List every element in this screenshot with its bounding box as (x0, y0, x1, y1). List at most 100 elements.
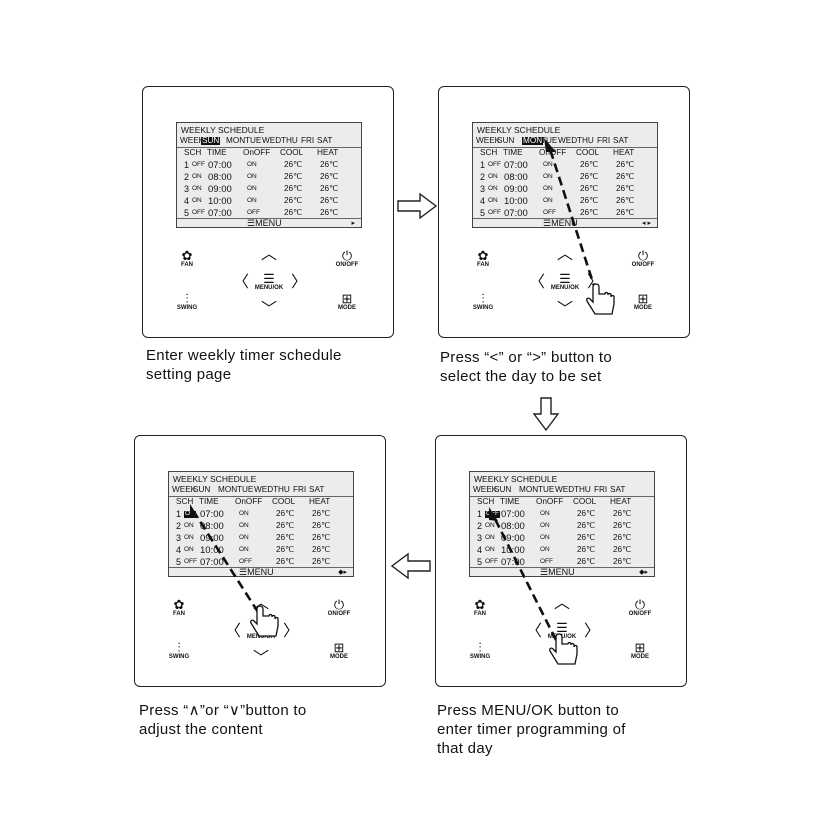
menu-ok-button[interactable]: ☰MENU/OK (249, 272, 289, 291)
menu-ok-button[interactable]: ☰MENU/OK (545, 272, 585, 291)
onoff-button-label: ON/OFF (335, 262, 359, 268)
right-arrow-icon[interactable]: 〉 (291, 274, 308, 291)
schedule-time: 08:00 (208, 172, 232, 183)
day-sun: SUN (193, 485, 211, 494)
schedule-number: 1 (184, 160, 190, 170)
onoff-button[interactable]: ⏻ON/OFF (623, 249, 663, 268)
day-fri: FRI (594, 485, 608, 494)
mode-icon: ⊞ (637, 291, 649, 306)
schedule-number: 2 (480, 172, 486, 182)
onoff-button[interactable]: ⏻ON/OFF (620, 598, 660, 617)
down-arrow-icon[interactable]: ﹀ (557, 301, 574, 318)
schedule-state: OFF (488, 161, 501, 168)
fan-button[interactable]: ✿FAN (460, 598, 500, 617)
left-arrow-icon[interactable]: 〈 (529, 274, 546, 291)
header-cool: COOL (280, 148, 304, 157)
lcd-divider (169, 567, 353, 568)
header-onoff: OnOFF (536, 497, 564, 506)
right-arrow-icon[interactable]: 〉 (584, 623, 601, 640)
mode-button[interactable]: ⊞MODE (620, 641, 660, 660)
menu-ok-button[interactable]: ☰MENU/OK (542, 621, 582, 640)
schedule-cool: 26℃ (284, 208, 303, 217)
schedule-state: ON (485, 546, 495, 553)
up-arrow-icon[interactable]: ︿ (253, 595, 270, 612)
fan-button[interactable]: ✿FAN (159, 598, 199, 617)
mode-button[interactable]: ⊞MODE (327, 292, 367, 311)
left-arrow-icon[interactable]: 〈 (526, 623, 543, 640)
schedule-heat: 26℃ (613, 521, 632, 530)
onoff-button[interactable]: ⏻ON/OFF (319, 598, 359, 617)
schedule-onoff: OFF (239, 558, 252, 565)
header-cool: COOL (573, 497, 597, 506)
down-arrow-icon[interactable]: ﹀ (554, 650, 571, 667)
power-icon: ⏻ (637, 248, 649, 263)
up-arrow-icon[interactable]: ︿ (261, 246, 278, 263)
mode-button-label: MODE (631, 654, 649, 660)
right-arrow-icon[interactable]: 〉 (587, 274, 604, 291)
day-wed: WED (555, 485, 575, 494)
right-arrow-icon[interactable]: 〉 (283, 623, 300, 640)
down-arrow-icon[interactable]: ﹀ (261, 301, 278, 318)
menu-ok-button[interactable]: ☰MENU/OK (241, 621, 281, 640)
mode-button[interactable]: ⊞MODE (623, 292, 663, 311)
schedule-number: 2 (477, 521, 483, 531)
schedule-cool: 26℃ (284, 184, 303, 193)
schedule-number: 5 (477, 557, 483, 567)
schedule-state: ON (192, 173, 202, 180)
schedule-heat: 26℃ (616, 184, 635, 193)
swing-button[interactable]: ⫶SWING (463, 292, 503, 311)
lcd-divider (470, 496, 654, 497)
schedule-state: ON (485, 522, 495, 529)
fan-button[interactable]: ✿FAN (463, 249, 503, 268)
down-arrow-icon[interactable]: ﹀ (253, 650, 270, 667)
day-sat: SAT (610, 485, 626, 494)
header-cool: COOL (576, 148, 600, 157)
lcd-menu-label: ☰MENU (239, 567, 274, 577)
onoff-button[interactable]: ⏻ON/OFF (327, 249, 367, 268)
left-arrow-icon[interactable]: 〈 (233, 274, 250, 291)
swing-button[interactable]: ⫶SWING (159, 641, 199, 660)
schedule-cool: 26℃ (276, 521, 295, 530)
schedule-state: ON (184, 510, 196, 518)
schedule-number: 4 (477, 545, 483, 555)
up-arrow-icon[interactable]: ︿ (554, 595, 571, 612)
fan-button[interactable]: ✿FAN (167, 249, 207, 268)
schedule-number: 4 (184, 196, 190, 206)
lcd-title: WEEKLY SCHEDULE (181, 125, 265, 135)
day-sat: SAT (613, 136, 629, 145)
schedule-time: 09:00 (200, 533, 224, 544)
swing-button[interactable]: ⫶SWING (167, 292, 207, 311)
header-sch: SCH (184, 148, 202, 157)
schedule-cool: 26℃ (276, 545, 295, 554)
schedule-onoff: ON (543, 173, 553, 180)
swing-icon: ⫶ (481, 291, 485, 306)
schedule-number: 4 (480, 196, 486, 206)
mode-button[interactable]: ⊞MODE (319, 641, 359, 660)
day-fri: FRI (293, 485, 307, 494)
caption-step-3: Press “∧”or “∨”button to adjust the cont… (139, 702, 307, 738)
day-tue: TUE (237, 485, 254, 494)
schedule-heat: 26℃ (320, 208, 339, 217)
schedule-heat: 26℃ (613, 533, 632, 542)
lcd-menu-label: ☰MENU (540, 567, 575, 577)
fan-button-label: FAN (477, 262, 489, 268)
left-arrow-icon[interactable]: 〈 (225, 623, 242, 640)
schedule-time: 07:00 (504, 208, 528, 219)
schedule-heat: 26℃ (312, 509, 331, 518)
schedule-onoff: ON (543, 197, 553, 204)
flow-arrow-down (532, 397, 560, 432)
schedule-onoff: ON (247, 173, 257, 180)
schedule-cool: 26℃ (276, 509, 295, 518)
up-arrow-icon[interactable]: ︿ (557, 246, 574, 263)
menu-ok-button-label: MENU/OK (550, 285, 580, 291)
schedule-heat: 26℃ (320, 160, 339, 169)
swing-button[interactable]: ⫶SWING (460, 641, 500, 660)
schedule-state: ON (192, 185, 202, 192)
